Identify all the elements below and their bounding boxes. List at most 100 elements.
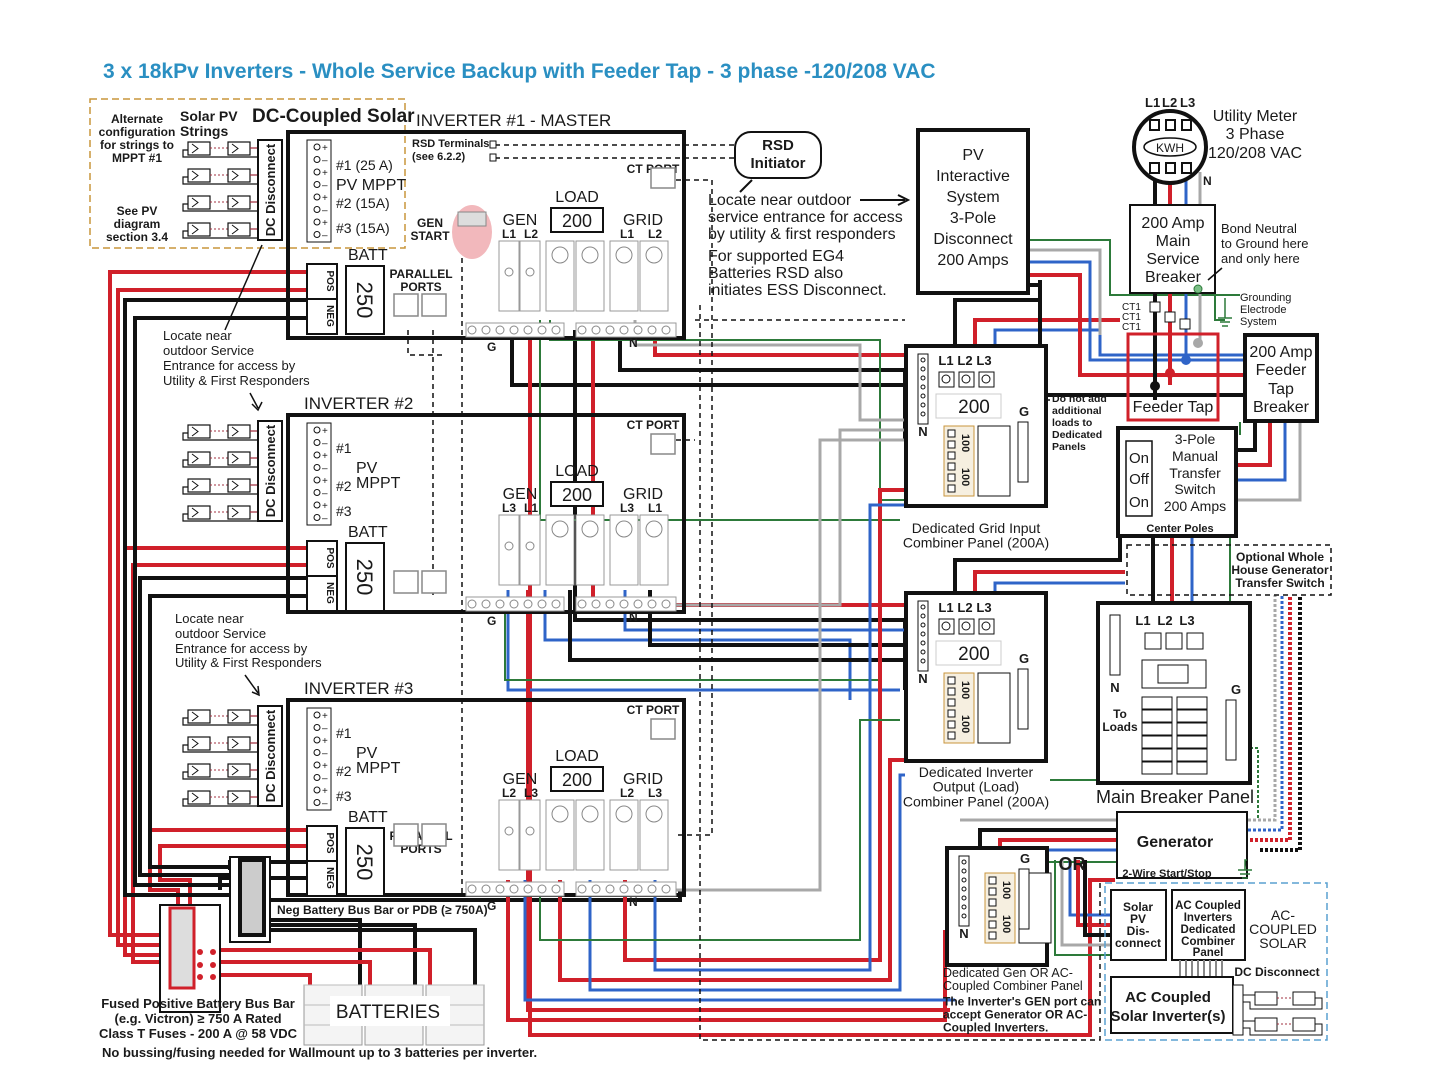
feeder-tap-label: Feeder Tap [1133, 399, 1214, 416]
svg-text:200: 200 [958, 397, 990, 418]
parallel-port-1[interactable] [393, 293, 419, 317]
svg-text:BATT: BATT [348, 524, 388, 541]
svg-text:Combiner: Combiner [1181, 936, 1235, 948]
load-breaker-rating [550, 207, 604, 233]
dc-disconnect[interactable] [257, 139, 283, 241]
svg-text:L1: L1 [1135, 613, 1150, 628]
rsd-initiator[interactable] [734, 131, 822, 179]
branch-breaker[interactable] [1176, 761, 1208, 775]
svg-text:L2: L2 [957, 600, 972, 615]
svg-text:Dedicated Gen OR AC-: Dedicated Gen OR AC- [943, 966, 1073, 980]
svg-text:G: G [487, 899, 496, 913]
svg-text:POS: POS [324, 832, 335, 853]
svg-text:G: G [1231, 682, 1241, 697]
svg-text:PORTS: PORTS [400, 280, 441, 294]
battery-breaker[interactable] [345, 265, 385, 335]
svg-text:+: + [322, 736, 328, 747]
svg-text:–: – [322, 774, 328, 785]
svg-text:N: N [1203, 174, 1212, 188]
parallel-port-1[interactable] [393, 570, 419, 594]
ac-solar-pv-disconnect[interactable] [1110, 889, 1167, 961]
optional-gen-transfer-switch [1126, 544, 1332, 596]
branch-breaker[interactable] [1176, 722, 1208, 736]
dc-coupled-solar-label: DC-Coupled Solar [252, 106, 415, 127]
parallel-port-1[interactable] [393, 823, 419, 847]
branch-breaker[interactable] [1141, 748, 1173, 762]
branch-breaker[interactable] [1141, 696, 1173, 710]
svg-text:L3: L3 [976, 600, 991, 615]
svg-text:GEN: GEN [417, 216, 443, 230]
parallel-port-2[interactable] [421, 570, 447, 594]
svg-text:Strings: Strings [180, 123, 228, 139]
ac-coupled-solar-inverter[interactable] [1110, 976, 1234, 1034]
svg-text:AC-: AC- [1271, 907, 1295, 923]
svg-text:PV: PV [356, 745, 378, 762]
battery-breaker[interactable] [345, 827, 385, 897]
svg-text:+: + [322, 451, 328, 462]
generator[interactable] [1116, 811, 1248, 879]
svg-text:Utility Meter: Utility Meter [1213, 108, 1298, 125]
branch-breaker[interactable] [1141, 709, 1173, 723]
branch-breaker[interactable] [1176, 748, 1208, 762]
svg-text:–: – [322, 206, 328, 217]
parallel-port-2[interactable] [421, 293, 447, 317]
svg-text:configuration: configuration [99, 125, 176, 139]
svg-text:+: + [322, 426, 328, 437]
control-wiring [407, 144, 1101, 1041]
svg-text:Grounding: Grounding [1240, 292, 1291, 304]
svg-text:GRID: GRID [623, 771, 663, 788]
svg-text:Panel: Panel [1193, 947, 1224, 959]
branch-breaker[interactable] [1141, 722, 1173, 736]
svg-text:MPPT: MPPT [356, 760, 401, 777]
feeder-tap[interactable] [1126, 332, 1220, 422]
svg-text:MPPT #1: MPPT #1 [112, 151, 162, 165]
svg-text:Locate near: Locate near [163, 328, 232, 343]
svg-text:#2: #2 [336, 763, 352, 779]
branch-breaker[interactable] [1176, 709, 1208, 723]
dc-disconnect[interactable] [257, 705, 283, 807]
svg-text:START: START [410, 229, 450, 243]
main-service-breaker[interactable] [1129, 204, 1216, 294]
branch-breaker[interactable] [1141, 761, 1173, 775]
pv-interactive-disconnect[interactable] [916, 128, 1030, 295]
inverter-enclosure [286, 413, 686, 614]
ac-pv-string [1243, 1017, 1323, 1036]
svg-text:GEN: GEN [503, 486, 538, 503]
svg-text:Interactive: Interactive [936, 168, 1010, 185]
svg-text:BATT: BATT [348, 809, 388, 826]
svg-text:Generator: Generator [1137, 834, 1213, 851]
ct-port[interactable] [650, 167, 676, 189]
pv-string [182, 424, 268, 441]
branch-breaker[interactable] [1176, 696, 1208, 710]
svg-text:Class T Fuses - 200 A @ 58 VDC: Class T Fuses - 200 A @ 58 VDC [99, 1026, 298, 1041]
svg-text:L1: L1 [938, 353, 953, 368]
feeder-tap-breaker[interactable] [1243, 333, 1319, 423]
dc-disconnect[interactable] [257, 420, 283, 522]
branch-breaker[interactable] [1141, 735, 1173, 749]
ac-coupled-combiner-panel[interactable] [1171, 889, 1246, 961]
svg-text:–: – [322, 799, 328, 810]
svg-text:LOAD: LOAD [555, 748, 599, 765]
ct-port[interactable] [650, 718, 676, 740]
branch-breaker[interactable] [1176, 735, 1208, 749]
battery-breaker[interactable] [345, 542, 385, 612]
ct-port[interactable] [650, 433, 676, 455]
pv-string [182, 763, 268, 780]
ac-pv-string [1243, 991, 1323, 1010]
svg-text:GRID: GRID [623, 212, 663, 229]
svg-text:Main: Main [1156, 233, 1191, 250]
svg-text:(e.g. Victron) ≥ 750 A Rated: (e.g. Victron) ≥ 750 A Rated [114, 1011, 281, 1026]
transfer-switch-handle[interactable] [1125, 440, 1153, 517]
parallel-port-2[interactable] [421, 823, 447, 847]
pv-string [182, 736, 268, 753]
svg-text:200 Amps: 200 Amps [937, 252, 1008, 269]
svg-text:DC Disconnect: DC Disconnect [263, 709, 278, 802]
ac-dc-disconnect[interactable] [1232, 984, 1244, 1036]
svg-text:Fused Positive Battery Bus Bar: Fused Positive Battery Bus Bar [101, 996, 295, 1011]
svg-text:outdoor Service: outdoor Service [175, 626, 266, 641]
pv-string [182, 478, 268, 495]
svg-text:Entrance for access by: Entrance for access by [163, 358, 296, 373]
